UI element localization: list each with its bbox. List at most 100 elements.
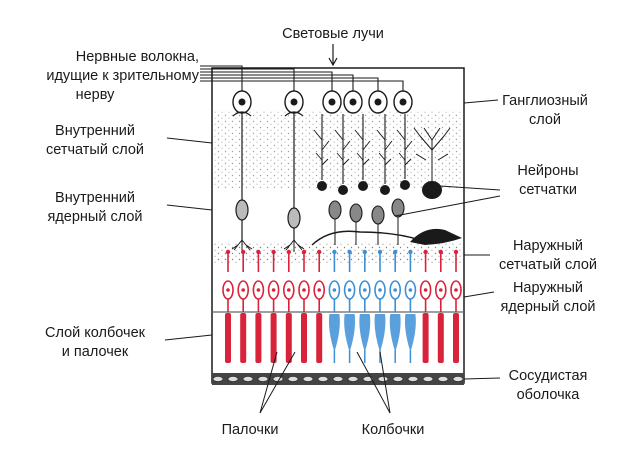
label-choroid-1: Сосудистая: [509, 368, 588, 384]
rod-outer-segment: [225, 313, 231, 363]
pointer-lines: [164, 99, 501, 414]
rod-outer-segment: [422, 313, 429, 363]
rod-outer-segment: [255, 313, 262, 363]
cone-nucleus-dot: [378, 288, 382, 292]
inner-nuclear-body: [349, 203, 363, 223]
cone-nucleus-dot: [347, 288, 352, 292]
label-light-rays: Световые лучи: [282, 26, 384, 42]
rod-nucleus-dot: [226, 288, 230, 292]
cone-cell: [374, 249, 386, 363]
rod-outer-segment: [270, 313, 277, 363]
label-retina-neurons-2: сетчатки: [519, 182, 577, 198]
label-inner-nuclear-2: ядерный слой: [47, 209, 142, 225]
rod-outer-segment: [316, 313, 323, 363]
ganglion-cell-nucleus: [328, 98, 336, 106]
rod-cell: [222, 249, 234, 363]
rod-terminal: [453, 249, 459, 255]
label-outer-nuclear-1: Наружный: [513, 280, 583, 296]
amacrine-neuron: [396, 114, 413, 190]
bipolar-body: [287, 207, 301, 229]
choroid-cell: [377, 376, 389, 382]
ganglion-cell: [322, 90, 342, 114]
horizontal-cell: [311, 230, 421, 246]
rod-terminal: [423, 249, 428, 255]
cone-cell: [343, 249, 356, 363]
inner-nuclear-cell: [349, 203, 363, 245]
rod-nucleus-dot: [439, 288, 443, 292]
bipolar-terminal: [283, 239, 305, 252]
rod-terminal: [241, 249, 246, 255]
amacrine-body: [317, 181, 327, 191]
ganglion-cell: [393, 90, 413, 114]
choroid-cell: [317, 376, 329, 382]
rod-cell: [313, 249, 326, 363]
bipolar-neuron: [231, 113, 253, 252]
cone-cell: [404, 249, 417, 363]
amacrine-branches: [334, 129, 351, 166]
choroid-cell: [227, 376, 239, 382]
ganglion-cell-nucleus: [290, 98, 298, 106]
bipolar-neuron: [283, 113, 305, 252]
label-nerve-fibers-1: Нервные волокна,: [76, 49, 199, 65]
amacrine-neuron: [354, 114, 371, 191]
large-neuron-body: [422, 181, 442, 199]
label-rods-cones-1: Слой колбочек: [45, 325, 146, 341]
choroid-cell: [347, 376, 359, 382]
cone-terminal: [362, 249, 367, 255]
inner-nuclear-body: [328, 200, 342, 220]
choroid-cell: [332, 376, 344, 382]
cone-outer-segment: [374, 314, 386, 352]
labels: Световые лучи Нервные волокна, идущие к …: [45, 26, 597, 438]
inner-nuclear-body: [371, 205, 385, 225]
rod-nucleus-dot: [302, 288, 306, 292]
label-nerve-fibers-3: нерву: [76, 87, 116, 103]
choroid-cell: [392, 376, 404, 382]
cone-nucleus-dot: [393, 288, 398, 292]
rod-cell: [419, 249, 432, 363]
rod-terminal: [225, 249, 231, 255]
ganglion-dendrite: [232, 111, 252, 117]
amacrine-body: [400, 180, 410, 190]
ganglion-cell-nucleus: [349, 98, 357, 106]
cone-terminal: [332, 249, 337, 255]
ganglion-cell: [368, 90, 388, 114]
label-choroid-2: оболочка: [517, 387, 581, 403]
label-outer-plexiform-1: Наружный: [513, 238, 583, 254]
ganglion-cell-nucleus: [238, 98, 246, 106]
rod-terminal: [286, 249, 291, 255]
rod-cell: [298, 249, 310, 363]
inner-neurons: [231, 113, 462, 252]
rod-nucleus-dot: [423, 288, 428, 292]
cone-terminal: [347, 249, 352, 255]
rod-outer-segment: [285, 313, 292, 363]
choroid-cell: [302, 376, 314, 382]
rod-outer-segment: [301, 313, 307, 363]
cone-nucleus-dot: [363, 288, 367, 292]
choroid-cell: [407, 376, 419, 382]
cone-outer-segment: [389, 314, 401, 352]
rod-cell: [252, 249, 265, 363]
choroid-cell: [287, 376, 299, 382]
rod-outer-segment: [437, 313, 444, 363]
rod-nucleus-dot: [317, 288, 322, 292]
ganglion-cell-nucleus: [374, 98, 382, 106]
horizontal-cell-process: [311, 230, 421, 246]
amacrine-body: [358, 181, 368, 191]
amacrine-neuron: [313, 114, 330, 191]
label-ganglion-2: слой: [529, 112, 561, 128]
choroid-cells: [212, 376, 464, 382]
cone-cell: [358, 249, 371, 363]
cone-cell: [328, 249, 341, 363]
ganglion-cell: [343, 90, 363, 114]
cone-nucleus-dot: [332, 288, 337, 292]
amacrine-body: [380, 185, 390, 195]
cone-outer-segment: [328, 314, 340, 352]
amacrine-branches: [376, 129, 393, 166]
amacrine-body: [338, 185, 348, 195]
label-cones: Колбочки: [362, 422, 425, 438]
rod-cell: [237, 249, 249, 363]
choroid-cell: [242, 376, 254, 382]
label-retina-neurons-1: Нейроны: [517, 163, 578, 179]
nerve-fibers: [200, 65, 404, 92]
